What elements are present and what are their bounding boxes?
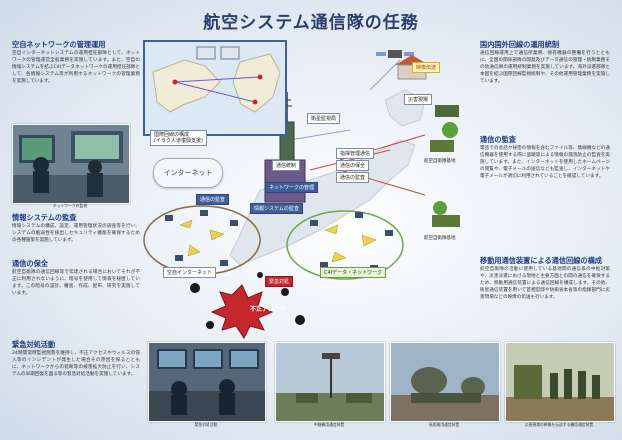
virus-icon: [190, 283, 200, 293]
tree-icon: [433, 201, 447, 215]
text-comm-audit: 電話での会話や秘密の情報を含むファイル等、無線機などの通信機器を使用する際に盗聴…: [480, 146, 610, 179]
vehicle-icon: [432, 215, 460, 227]
label-comm-protect: 通信の保全: [336, 160, 370, 171]
c4i-net-ellipse: [286, 210, 404, 280]
label-info-audit: 情報システムの監査: [250, 203, 303, 214]
text-comm-protection: 航空自衛隊の通信回線等で伝達される場合においてそれが不正に利用されないように、暗…: [12, 270, 140, 296]
photo-long-range-comm-unit: [390, 342, 500, 422]
arrow-icon: [187, 244, 201, 257]
arrow-icon: [209, 229, 225, 241]
computer-icon: [385, 230, 393, 236]
caption-network-monitoring: ネットワークの監視: [52, 203, 88, 208]
photo-network-monitoring: [12, 124, 130, 204]
virus-icon: [257, 272, 263, 278]
label-sdf-internet: 空自インターネット: [163, 267, 217, 278]
label-comm-control: 通信統制: [272, 160, 301, 171]
label-satellite-hq: 衛星監視局: [307, 113, 341, 124]
computer-icon: [310, 220, 318, 226]
virus-icon: [295, 315, 305, 325]
heading-line-control: 国内国外回線の運用統制: [480, 40, 560, 49]
internet-cloud: インターネット: [153, 158, 223, 188]
heading-mobile-comm: 移動用通信装置による通信回線の構成: [480, 256, 602, 265]
label-comm-audit: 通信の監査: [336, 172, 370, 183]
photo-emergency-response: [148, 342, 266, 422]
arrow-icon: [324, 224, 339, 235]
label-command-comm: 指揮管理通信: [336, 148, 375, 159]
page-title: 航空システム通信隊の任務: [203, 13, 419, 33]
caption-video-transmission-unit: 災害現場の映像を伝送する機用通信装置: [524, 422, 594, 427]
link-line: [289, 129, 351, 141]
arrow-icon: [179, 219, 193, 229]
caption-relay-comm-unit: 中継機用通信装置: [313, 422, 345, 427]
virus-icon: [281, 288, 289, 296]
text-mobile-comm: 航空自衛隊の活動に使用している基地間の通信系の中枢対策や、災害派遣における現地と…: [480, 267, 610, 300]
heading-system-audit: 情報システムの監査: [12, 213, 77, 222]
intl-line-map-inset: [143, 40, 287, 136]
label-illegal-access: 不正アクセス: [250, 306, 286, 313]
label-comm-monitor: 通信の監査: [196, 194, 230, 205]
illegal-access-burst-icon: [210, 284, 274, 339]
heading-comm-audit: 通信の監査: [480, 135, 516, 144]
computer-icon: [220, 260, 228, 266]
photo-video-transmission-unit: [505, 342, 615, 422]
computer-icon: [200, 210, 208, 216]
label-base-a: 航空自衛隊基地: [424, 159, 456, 164]
virus-icon: [206, 321, 214, 329]
text-emergency-response: 24時間常時監視態勢を維持し、不正アクセスやウィルスの侵入等のインシデントが発生…: [12, 351, 140, 377]
satellite-icon: [376, 50, 414, 58]
photo-relay-comm-unit: [275, 342, 385, 422]
label-c4i-network: C4Iデータ・ネットワーク: [320, 267, 387, 278]
arrow-icon: [331, 251, 347, 263]
label-video-transmission: 映像伝送: [412, 62, 441, 73]
computer-icon: [320, 262, 328, 268]
text-line-control: 通信回線運用上で通信所業務、保有機器の整備を行うとともに、全国の関係部隊の開発及…: [480, 51, 610, 84]
link-line: [369, 59, 401, 91]
heading-emergency-response: 緊急対処活動: [12, 340, 56, 349]
label-emergency: 緊急対処: [265, 276, 294, 287]
vehicle-icon: [435, 105, 459, 117]
caption-emergency-response: 緊急対処活動: [194, 422, 218, 427]
text-network-management: 空自インターネットシステムの運用担任部隊として、ネットワークの管理運営全般業務を…: [12, 51, 140, 84]
caption-long-range-comm-unit: 長距離用通信装置: [428, 422, 460, 427]
computer-icon: [175, 255, 183, 261]
text-system-audit: 情報システムの構成、設定、運用管理状況の調査等を行い、システムの脆弱性を検出しセ…: [12, 224, 140, 243]
tree-icon: [442, 122, 458, 138]
label-disaster-site: 災害現場: [404, 94, 433, 105]
heading-network-management: 空自ネットワークの管理運用: [12, 40, 106, 49]
label-network-mgmt: ネットワークの管理: [265, 182, 319, 193]
computer-icon: [165, 215, 173, 221]
label-base-b: 航空自衛隊基地: [424, 236, 456, 241]
label-intl-line: 国際回線の構成 (イラク人道復興支援): [150, 130, 207, 146]
heading-comm-protection: 通信の保全: [12, 259, 48, 268]
vehicle-icon: [430, 140, 454, 152]
arrow-icon: [361, 234, 377, 247]
computer-icon: [230, 220, 238, 226]
computer-icon: [355, 212, 363, 218]
